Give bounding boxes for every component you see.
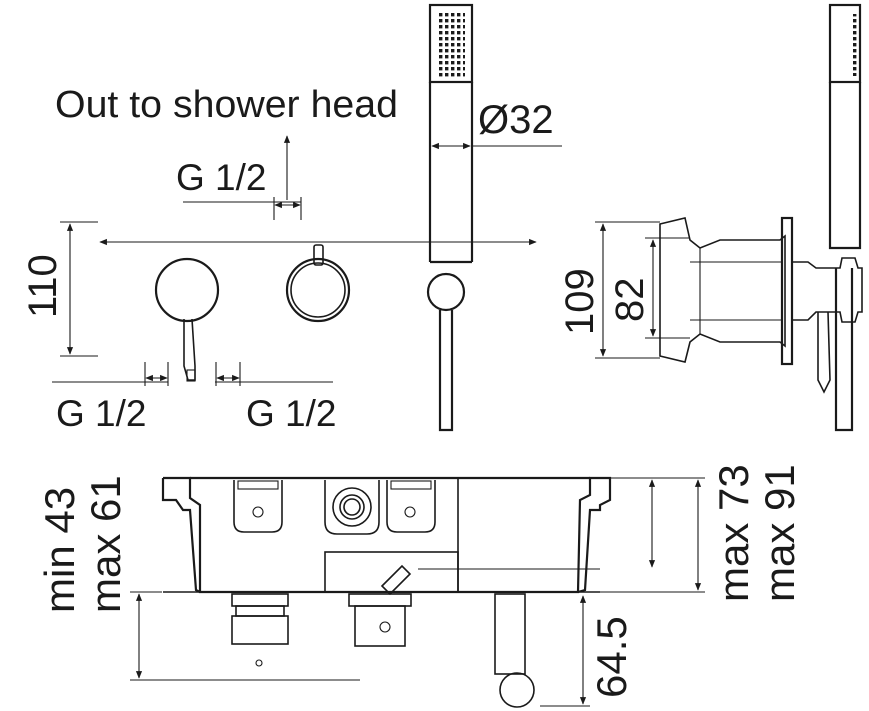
label-dim-64-5: 64.5 bbox=[588, 616, 635, 698]
left-knob bbox=[154, 257, 220, 323]
right-knob-inner bbox=[290, 262, 346, 318]
port-left bbox=[233, 480, 283, 533]
label-out-to-shower-head: Out to shower head bbox=[55, 84, 398, 126]
shower-hose bbox=[438, 310, 454, 432]
right-knob bbox=[285, 257, 351, 323]
fitting-left-dot bbox=[255, 659, 263, 667]
port-middle-inner bbox=[343, 498, 361, 516]
port-left-hole bbox=[252, 506, 264, 518]
box-plan-view bbox=[130, 476, 705, 708]
label-diameter: Ø32 bbox=[478, 98, 554, 142]
label-dim-max61: max 61 bbox=[82, 475, 129, 613]
side-lever bbox=[817, 311, 831, 394]
shower-holder bbox=[426, 272, 466, 312]
hand-shower-head bbox=[428, 3, 474, 84]
port-right bbox=[386, 480, 436, 533]
side-nozzles bbox=[852, 14, 859, 76]
label-dim-109: 109 bbox=[558, 268, 602, 335]
fitting-left-body bbox=[231, 615, 289, 645]
wall-plate bbox=[780, 216, 794, 366]
hand-shower-side-body bbox=[828, 82, 862, 250]
label-g-half-left: G 1/2 bbox=[56, 393, 147, 434]
fitting-mid-body bbox=[354, 605, 406, 647]
box-outline-right bbox=[163, 476, 612, 594]
port-left-top bbox=[237, 480, 279, 490]
diverter-cartridge bbox=[380, 564, 412, 596]
label-dim-min43: min 43 bbox=[36, 487, 83, 613]
label-dim-max91: max 91 bbox=[756, 464, 803, 602]
valve-body-side bbox=[659, 217, 786, 363]
left-lever bbox=[183, 318, 196, 381]
knob-end bbox=[499, 672, 535, 708]
right-knob-pointer bbox=[313, 244, 324, 266]
port-right-hole bbox=[404, 506, 416, 518]
side-view bbox=[595, 3, 863, 432]
label-g-half-top: G 1/2 bbox=[176, 157, 267, 198]
spray-nozzles bbox=[437, 13, 465, 77]
front-view bbox=[52, 3, 562, 432]
fitting-mid-hole bbox=[379, 621, 391, 633]
port-middle-ring bbox=[339, 494, 365, 520]
port-middle bbox=[324, 480, 380, 535]
fitting-mid-base bbox=[348, 593, 412, 607]
hand-shower-side-head bbox=[828, 3, 862, 84]
label-dim-max73: max 73 bbox=[710, 464, 757, 602]
knob-stem bbox=[494, 593, 526, 675]
side-hose bbox=[834, 268, 854, 432]
port-right-top bbox=[390, 480, 432, 490]
left-lever-tip bbox=[186, 369, 196, 382]
label-dim-82: 82 bbox=[608, 278, 652, 323]
box-outline-left bbox=[161, 478, 201, 593]
fitting-left-base bbox=[231, 593, 289, 607]
port-middle-outer bbox=[332, 487, 372, 527]
label-dim-110: 110 bbox=[21, 254, 65, 318]
label-g-half-right: G 1/2 bbox=[246, 393, 337, 434]
lower-compartment bbox=[324, 551, 459, 593]
fitting-left-mid bbox=[235, 605, 285, 617]
